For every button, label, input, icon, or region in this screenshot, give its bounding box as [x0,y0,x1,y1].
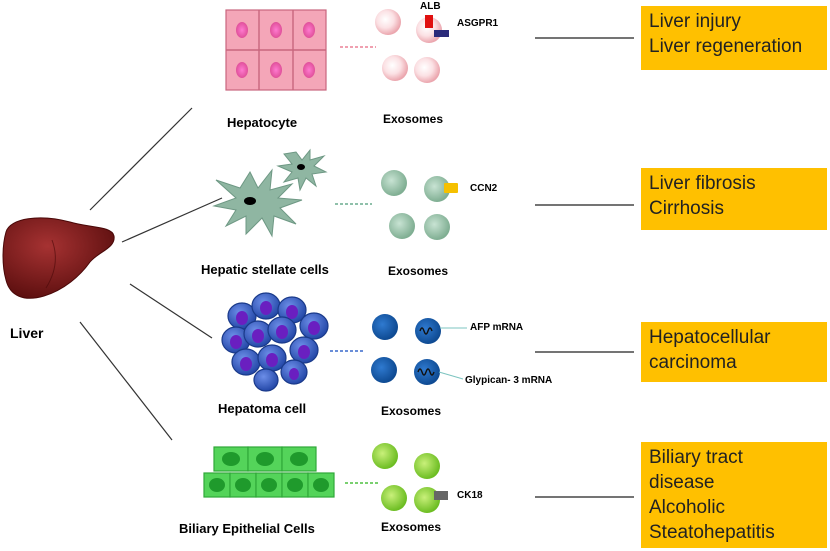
glypican3-mrna-strand-icon [417,368,435,376]
hepatoma-cluster-icon [221,292,329,392]
connector-liver-stellate [121,197,223,243]
liver-icon [2,217,115,299]
connector-liver-hepatoma [129,283,213,339]
outcome-text: carcinoma [649,352,737,373]
stellate-exosome-label: Exosomes [388,264,449,278]
marker-ck18-label: CK18 [457,490,483,501]
biliary-epithelium-icon [203,446,335,498]
marker-alb-icon [425,15,433,28]
stellate-label: Hepatic stellate cells [201,262,329,277]
outcome-box-biliary: Biliary tract disease Alcoholic Steatohe… [641,442,827,548]
hepatocyte-label: Hepatocyte [227,115,298,130]
outcome-text: disease [649,472,715,493]
outcome-box-hepatoma: Hepatocellular carcinoma [641,322,827,382]
exosome-cluster-stellate [381,170,450,240]
hepatocyte-grid-icon [225,9,327,91]
biliary-label: Biliary Epithelial Cells [179,521,315,536]
marker-alb-label: ALB [420,1,441,12]
marker-asgpr1-label: ASGPR1 [457,18,499,29]
marker-asgpr1-icon [434,30,449,37]
biliary-exosome-label: Exosomes [381,520,442,534]
outcome-box-stellate: Liver fibrosis Cirrhosis [641,168,827,230]
marker-glypican3-mrna-label: Glypican- 3 mRNA [465,375,553,386]
glypican3-marker-pointer [438,371,464,380]
marker-ck18-icon [434,491,448,500]
outcome-text: Liver fibrosis [649,173,756,194]
exosome-cluster-biliary [372,443,440,513]
hepatocyte-exosome-label: Exosomes [383,112,444,126]
marker-ccn2-label: CCN2 [470,183,498,194]
outcome-text: Steatohepatitis [649,522,775,543]
liver-label: Liver [10,325,44,341]
hepatoma-label: Hepatoma cell [218,401,307,416]
marker-ccn2-icon [444,183,458,193]
outcome-text: Biliary tract [649,447,743,468]
afp-mrna-strand-icon [419,327,433,335]
connector-liver-biliary [79,321,173,441]
connector-liver-hepatocyte [89,107,193,211]
outcome-text: Liver injury [649,11,741,32]
stellate-cell-icon [212,148,328,238]
hepatoma-exosome-label: Exosomes [381,404,442,418]
outcome-text: Hepatocellular [649,327,771,348]
outcome-box-hepatocyte: Liver injury Liver regeneration [641,6,827,70]
outcome-text: Alcoholic [649,497,726,518]
liver-connector-lines [79,107,223,441]
marker-afp-mrna-label: AFP mRNA [470,322,524,333]
outcome-text: Liver regeneration [649,36,803,57]
outcome-text: Cirrhosis [649,198,724,219]
